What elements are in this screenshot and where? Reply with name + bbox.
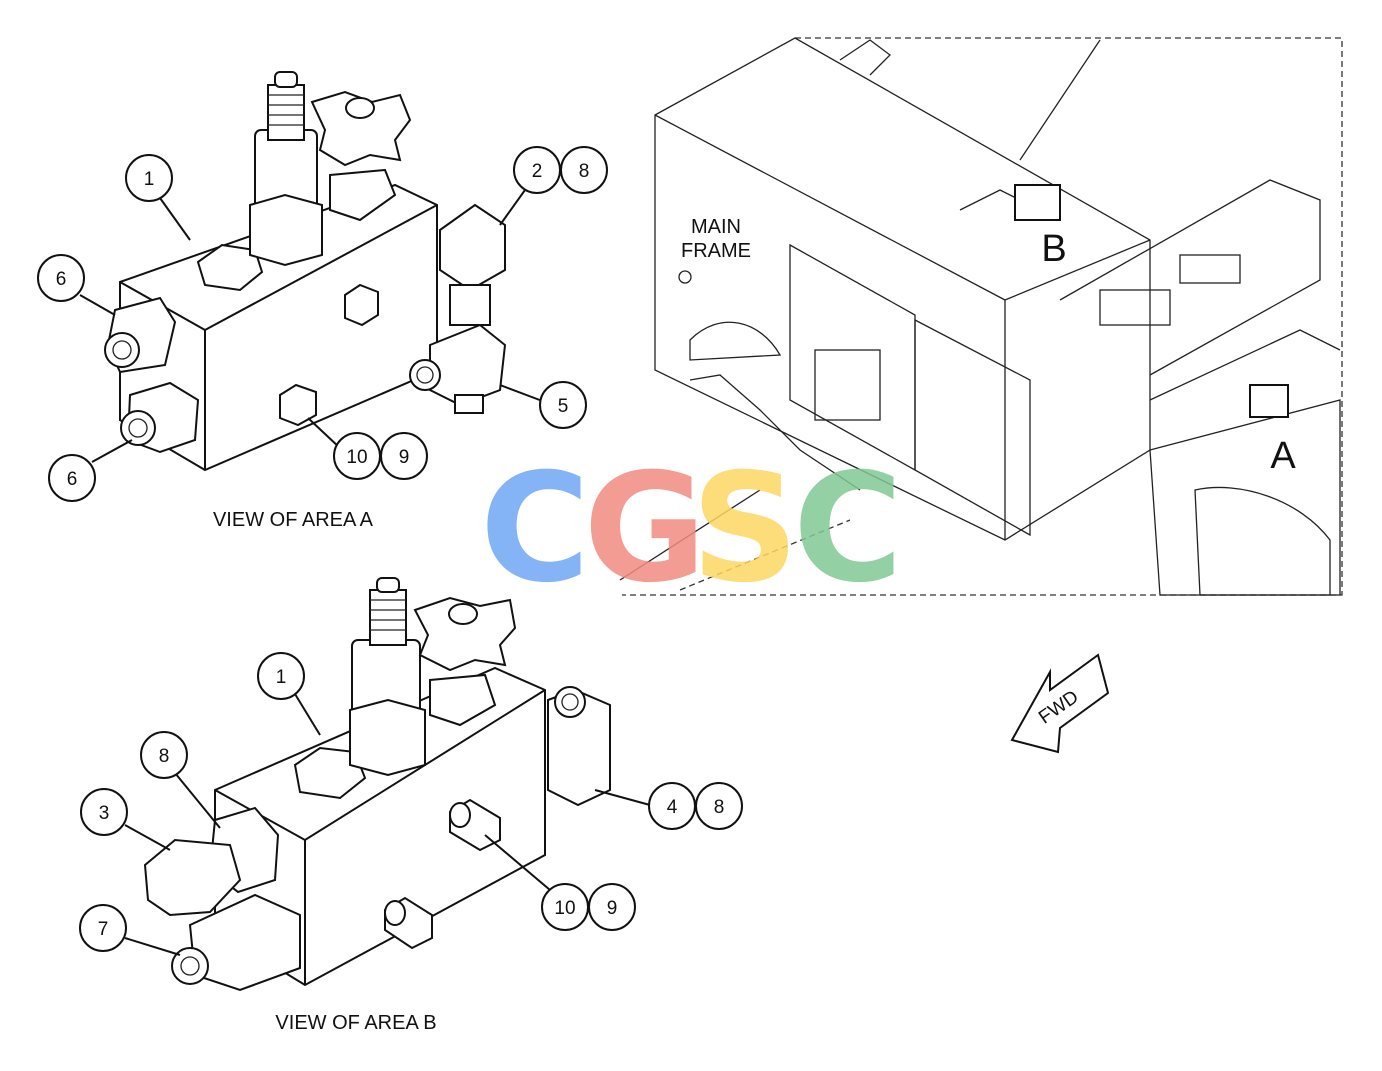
callout-b-10: 10 [541, 883, 589, 931]
svg-text:10: 10 [554, 898, 575, 919]
callout-b-9: 9 [588, 883, 636, 931]
label-area-b: B [1041, 228, 1066, 270]
callout-b-7: 7 [79, 904, 127, 952]
svg-text:1: 1 [276, 667, 287, 688]
svg-text:8: 8 [159, 746, 170, 767]
callout-a-5: 5 [539, 381, 587, 429]
callout-b-4: 4 [648, 782, 696, 830]
svg-text:4: 4 [667, 797, 678, 818]
label-main-frame-line1: MAIN [691, 216, 741, 238]
watermark-letter-2: G [583, 442, 706, 616]
callout-a-9: 9 [380, 432, 428, 480]
svg-text:8: 8 [579, 161, 590, 182]
svg-text:9: 9 [607, 898, 618, 919]
svg-text:1: 1 [144, 169, 155, 190]
label-area-a: A [1270, 435, 1296, 477]
svg-text:10: 10 [346, 447, 367, 468]
callout-b-3: 3 [80, 788, 128, 836]
label-main-frame-line2: FRAME [681, 240, 751, 262]
fwd-arrow-icon: FWD [1010, 653, 1110, 754]
svg-text:3: 3 [99, 803, 110, 824]
view-area-b-drawing [124, 577, 651, 992]
callout-b-8-left: 8 [140, 731, 188, 779]
caption-view-area-a: VIEW OF AREA A [213, 509, 374, 531]
watermark-logo: C G S C [480, 442, 903, 616]
main-frame-drawing [619, 37, 1343, 596]
callout-b-8-right: 8 [695, 782, 743, 830]
svg-text:9: 9 [399, 447, 410, 468]
svg-text:6: 6 [56, 269, 67, 290]
callout-a-6-top: 6 [37, 254, 85, 302]
callout-a-6-bottom: 6 [48, 454, 96, 502]
callout-a-1: 1 [125, 154, 173, 202]
view-area-a-drawing [79, 71, 546, 472]
svg-text:2: 2 [532, 161, 543, 182]
watermark-letter-1: C [480, 442, 590, 616]
callout-a-10: 10 [333, 432, 381, 480]
callout-a-2: 2 [513, 146, 561, 194]
svg-text:5: 5 [558, 396, 569, 417]
svg-text:8: 8 [714, 797, 725, 818]
callout-a-8: 8 [560, 146, 608, 194]
watermark-letter-4: C [793, 442, 903, 616]
caption-view-area-b: VIEW OF AREA B [275, 1012, 436, 1034]
svg-text:6: 6 [67, 469, 78, 490]
watermark-letter-3: S [691, 442, 799, 616]
callout-b-1: 1 [257, 652, 305, 700]
svg-text:7: 7 [98, 919, 109, 940]
